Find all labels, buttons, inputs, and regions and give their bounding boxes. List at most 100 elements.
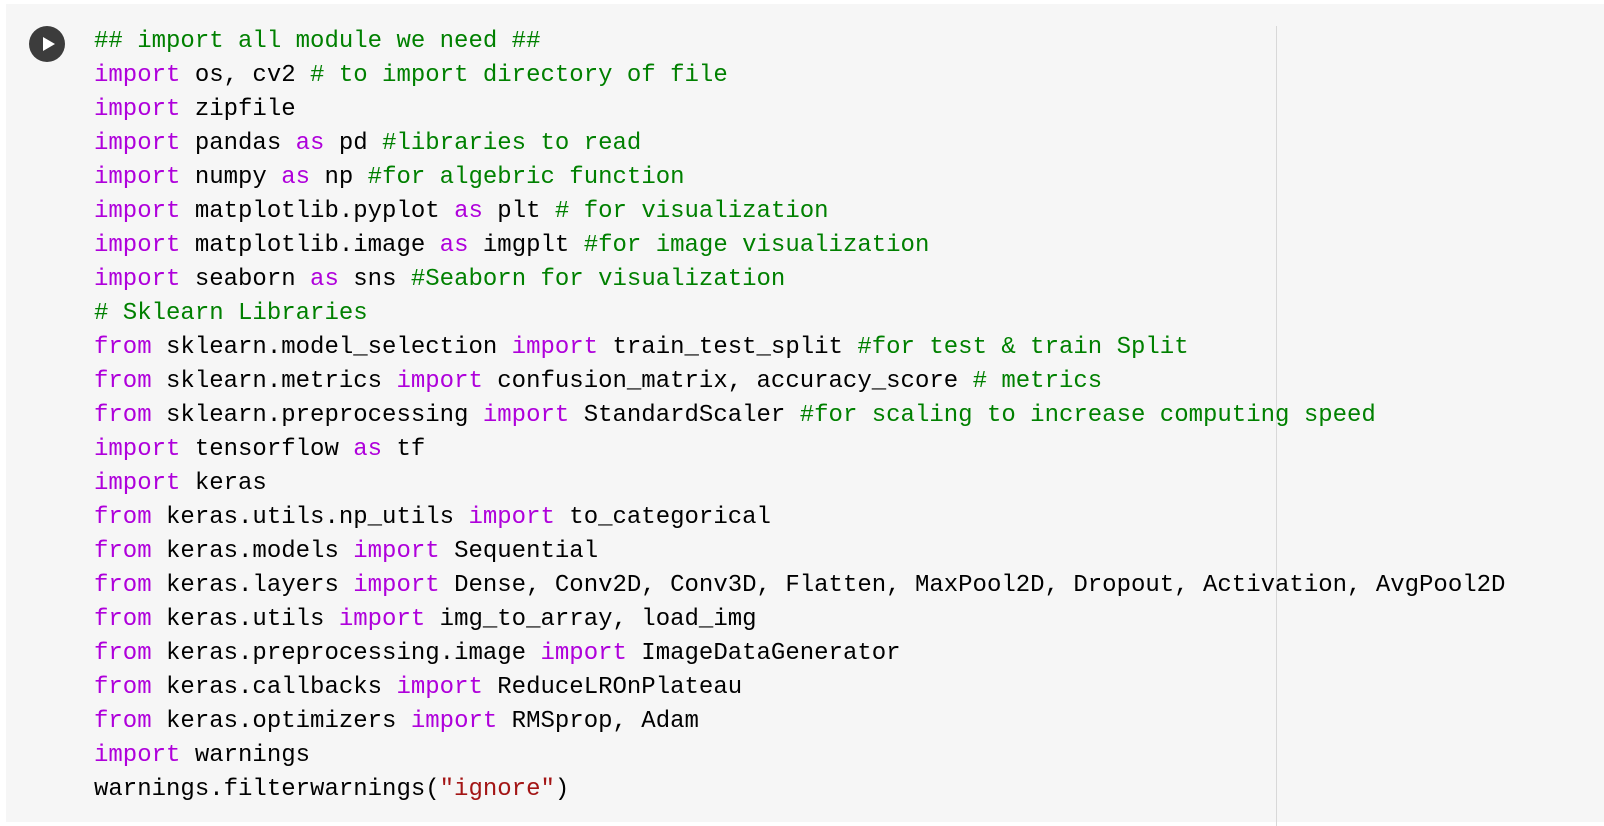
code-token-keyword: as [281, 164, 311, 191]
code-line: import warnings [94, 739, 1505, 773]
code-token-keyword: from [94, 708, 152, 735]
code-token-keyword: import [94, 266, 181, 293]
code-token-plain: keras.utils [151, 606, 339, 633]
code-token-plain: ImageDataGenerator [626, 640, 901, 667]
code-line: import seaborn as sns #Seaborn for visua… [94, 263, 1505, 297]
code-token-plain: sklearn.preprocessing [151, 402, 483, 429]
code-token-plain: seaborn [180, 266, 311, 293]
code-token-plain: Sequential [439, 538, 599, 565]
code-token-keyword: as [439, 232, 469, 259]
code-token-plain: tensorflow [180, 436, 354, 463]
code-line: from keras.callbacks import ReduceLROnPl… [94, 671, 1505, 705]
code-token-comment: #libraries to read [382, 130, 642, 157]
code-token-keyword: import [396, 674, 483, 701]
code-token-keyword: import [511, 334, 599, 361]
code-token-keyword: import [94, 96, 181, 123]
code-token-keyword: from [94, 572, 152, 599]
code-token-keyword: import [94, 436, 181, 463]
code-line: from keras.layers import Dense, Conv2D, … [94, 569, 1505, 603]
code-line: import tensorflow as tf [94, 433, 1505, 467]
code-cell[interactable]: ## import all module we need ## import os… [6, 4, 1604, 826]
code-line: import matplotlib.pyplot as plt # for vi… [94, 195, 1505, 229]
code-token-comment: #for image visualization [583, 232, 930, 259]
code-token-plain: keras.preprocessing.image [151, 640, 541, 667]
code-token-plain: keras [180, 470, 267, 497]
code-token-keyword: as [310, 266, 339, 293]
code-token-comment: # metrics [972, 368, 1103, 395]
code-line: # Sklearn Libraries [94, 297, 1505, 331]
code-token-keyword: import [338, 606, 426, 633]
code-line: import keras [94, 467, 1505, 501]
code-token-comment: #for test & train Split [857, 334, 1189, 361]
code-token-plain: sns [338, 266, 411, 293]
code-token-plain: to_categorical [554, 504, 771, 531]
code-token-keyword: from [94, 640, 152, 667]
code-token-plain: ) [554, 776, 570, 803]
code-token-comment: # to import directory of file [310, 62, 728, 89]
code-token-keyword: import [94, 130, 181, 157]
code-token-keyword: from [94, 674, 152, 701]
code-token-plain: Dense, Conv2D, Conv3D, Flatten, MaxPool2… [439, 572, 1506, 599]
code-token-keyword: as [353, 436, 383, 463]
code-line: from keras.optimizers import RMSprop, Ad… [94, 705, 1505, 739]
code-token-keyword: import [94, 164, 181, 191]
code-token-keyword: import [94, 742, 181, 769]
code-token-plain: warnings.filterwarnings( [94, 776, 440, 803]
code-token-keyword: from [94, 504, 152, 531]
code-line: from sklearn.model_selection import trai… [94, 331, 1505, 365]
code-token-comment: #for scaling to increase computing speed [799, 402, 1376, 429]
code-token-plain: matplotlib.pyplot [180, 198, 455, 225]
code-line: import zipfile [94, 93, 1505, 127]
code-token-plain: imgplt [468, 232, 584, 259]
code-token-plain: keras.callbacks [151, 674, 397, 701]
code-token-comment: #for algebric function [367, 164, 685, 191]
code-token-keyword: import [353, 538, 440, 565]
code-token-keyword: import [94, 232, 181, 259]
code-token-keyword: import [94, 62, 181, 89]
code-token-keyword: import [353, 572, 440, 599]
code-token-keyword: import [396, 368, 483, 395]
code-token-keyword: from [94, 402, 152, 429]
code-token-keyword: as [454, 198, 483, 225]
run-cell-button[interactable] [29, 26, 65, 62]
code-token-plain: confusion_matrix, accuracy_score [482, 368, 973, 395]
code-token-plain: plt [482, 198, 555, 225]
code-token-keyword: from [94, 606, 152, 633]
code-token-plain: np [310, 164, 368, 191]
code-token-keyword: import [410, 708, 498, 735]
code-token-plain: pandas [180, 130, 296, 157]
code-line: from keras.utils.np_utils import to_cate… [94, 501, 1505, 535]
code-token-plain: ReduceLROnPlateau [482, 674, 743, 701]
code-token-plain: os, cv2 [180, 62, 311, 89]
code-token-plain: keras.layers [151, 572, 354, 599]
code-token-plain: sklearn.model_selection [151, 334, 512, 361]
code-token-plain: pd [324, 130, 383, 157]
code-token-keyword: import [482, 402, 570, 429]
code-token-plain: zipfile [180, 96, 296, 123]
code-token-plain: img_to_array, load_img [425, 606, 757, 633]
code-line: from sklearn.preprocessing import Standa… [94, 399, 1505, 433]
code-line: warnings.filterwarnings("ignore") [94, 773, 1505, 807]
code-token-plain: numpy [180, 164, 282, 191]
code-token-plain: keras.optimizers [151, 708, 411, 735]
code-token-plain: matplotlib.image [180, 232, 440, 259]
code-token-plain: StandardScaler [569, 402, 800, 429]
code-token-plain: train_test_split [598, 334, 858, 361]
code-line: from keras.models import Sequential [94, 535, 1505, 569]
code-token-keyword: from [94, 334, 152, 361]
code-token-keyword: from [94, 368, 152, 395]
code-line: from sklearn.metrics import confusion_ma… [94, 365, 1505, 399]
play-icon [43, 37, 55, 51]
code-token-comment: # for visualization [554, 198, 829, 225]
code-token-plain: warnings [180, 742, 311, 769]
code-token-comment: #Seaborn for visualization [410, 266, 786, 293]
code-token-keyword: as [295, 130, 325, 157]
code-line: import matplotlib.image as imgplt #for i… [94, 229, 1505, 263]
code-token-comment: ## import all module we need ## [94, 28, 541, 55]
code-line: ## import all module we need ## [94, 25, 1505, 59]
code-line: from keras.preprocessing.image import Im… [94, 637, 1505, 671]
code-token-keyword: from [94, 538, 152, 565]
code-editor[interactable]: ## import all module we need ## import os… [94, 25, 1505, 807]
code-token-comment: # Sklearn Libraries [94, 300, 368, 327]
code-line: from keras.utils import img_to_array, lo… [94, 603, 1505, 637]
